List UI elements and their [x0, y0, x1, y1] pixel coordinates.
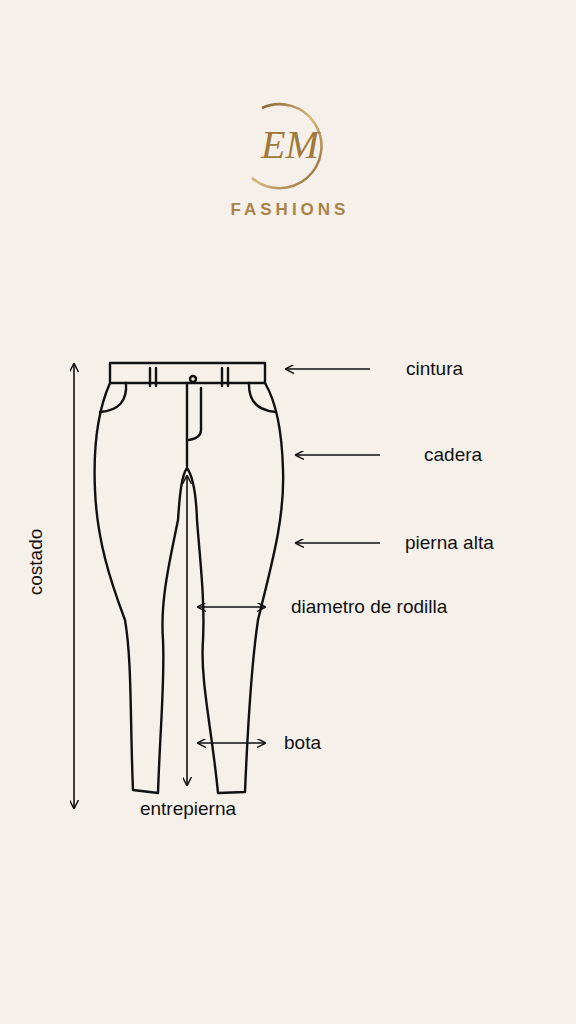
measure-label: costado — [26, 529, 47, 596]
measure-label: entrepierna — [140, 799, 236, 820]
pants-outline — [95, 363, 284, 793]
brand-name: FASHIONS — [231, 201, 350, 220]
logo-ring — [252, 104, 321, 188]
measure-label: cadera — [424, 445, 482, 466]
measure-arrows — [74, 364, 380, 808]
measure-label: cintura — [406, 359, 463, 380]
measure-label: pierna alta — [405, 533, 494, 554]
measure-label: diametro de rodilla — [291, 597, 447, 618]
measure-label: bota — [284, 733, 321, 754]
logo-monogram: EM — [261, 123, 319, 167]
